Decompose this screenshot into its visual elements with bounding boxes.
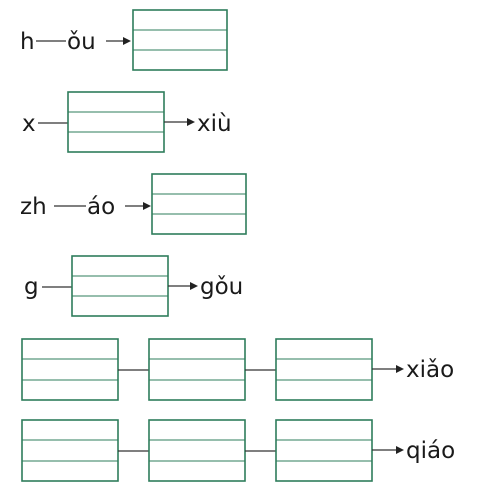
exercise-row-1: h ǒu	[20, 9, 228, 71]
arrow-right-icon	[190, 282, 198, 290]
arrow-right-icon	[187, 118, 195, 126]
answer-box-medial[interactable]	[148, 419, 246, 482]
answer-box[interactable]	[71, 255, 169, 317]
final-ou: ǒu	[67, 29, 96, 55]
exercise-row-2: x xiù	[22, 91, 232, 153]
exercise-row-6: qiáo	[21, 419, 455, 482]
answer-box[interactable]	[132, 9, 228, 71]
arrow-right-icon	[396, 365, 404, 373]
arrow-right-icon	[123, 37, 131, 45]
final-ao: áo	[87, 194, 115, 220]
exercise-row-5: xiǎo	[21, 338, 454, 401]
initial-x: x	[22, 111, 36, 137]
answer-box-medial[interactable]	[148, 338, 246, 401]
arrow-right-icon	[143, 202, 151, 210]
exercise-row-3: zh áo	[20, 173, 247, 235]
initial-g: g	[24, 274, 39, 300]
result-gou: gǒu	[200, 274, 243, 300]
answer-box-final[interactable]	[275, 338, 373, 401]
answer-box[interactable]	[151, 173, 247, 235]
answer-box[interactable]	[67, 91, 165, 153]
arrow-right-icon	[396, 446, 404, 454]
exercise-row-4: g gǒu	[24, 255, 243, 317]
answer-box-final[interactable]	[275, 419, 373, 482]
initial-h: h	[20, 29, 35, 55]
answer-box-initial[interactable]	[21, 338, 119, 401]
initial-zh: zh	[20, 194, 47, 220]
result-qiao: qiáo	[406, 438, 455, 464]
result-xiu: xiù	[197, 111, 232, 137]
answer-box-initial[interactable]	[21, 419, 119, 482]
result-xiao: xiǎo	[406, 357, 454, 383]
